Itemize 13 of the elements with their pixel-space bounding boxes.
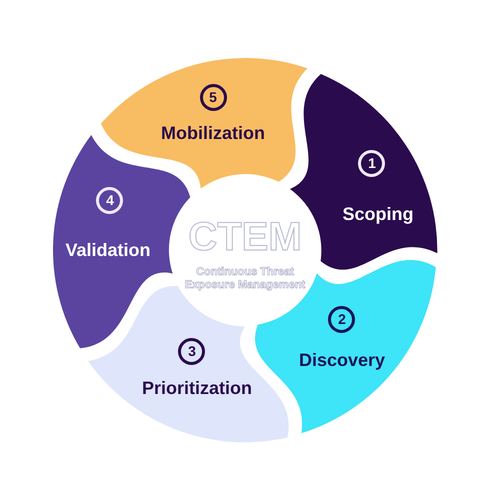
step-label: Prioritization (142, 378, 252, 398)
step-number: 4 (96, 186, 124, 214)
step-label: Scoping (342, 204, 414, 224)
step-number: 1 (358, 150, 386, 176)
step-label: Mobilization (161, 122, 265, 143)
step-label: Validation (65, 240, 150, 260)
title: CTEM (187, 215, 303, 259)
step-number: 2 (328, 306, 356, 334)
subtitle: Continuous Threat Exposure Management (184, 266, 306, 292)
step-number: 5 (200, 84, 226, 112)
step-number: 3 (178, 338, 206, 366)
step-label: Discovery (298, 350, 386, 370)
step-segment (100, 58, 307, 188)
